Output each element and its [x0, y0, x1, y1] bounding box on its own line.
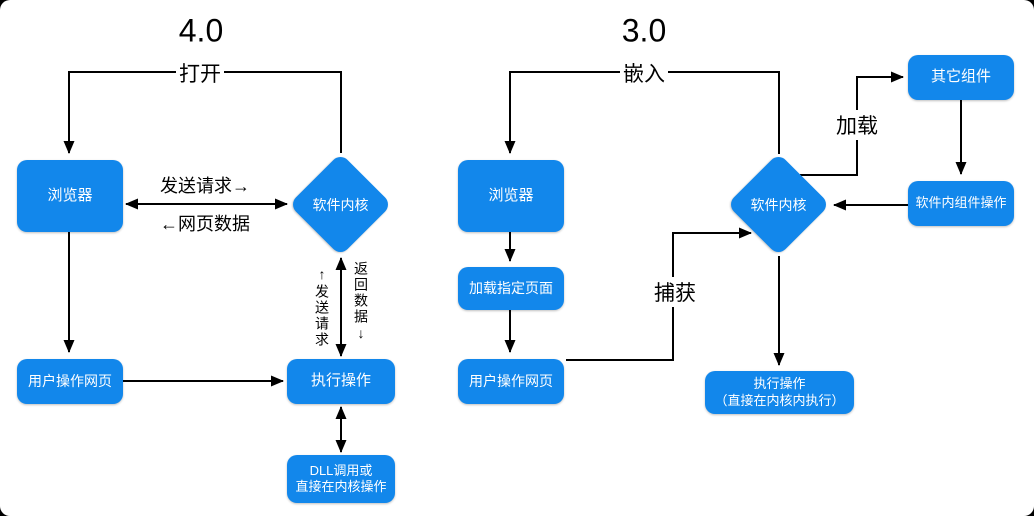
node-execute-30-line2: （直接在内核内执行） — [714, 392, 845, 408]
label-load: 加载 — [833, 110, 881, 140]
node-execute-30-line1: 执行操作 — [753, 376, 806, 392]
node-execute-40: 执行操作 — [287, 359, 395, 404]
label-capture: 捕获 — [651, 277, 699, 307]
label-send-request-vertical: ↑发送请求 — [314, 266, 330, 348]
node-kernel-40-label: 软件内核 — [312, 196, 369, 213]
node-dll-40-line2: 直接在内核操作 — [295, 479, 387, 494]
node-dll-40: DLL调用或 直接在内核操作 — [287, 455, 395, 503]
node-user-page-40: 用户操作网页 — [17, 359, 123, 404]
label-send-request: 发送请求→ — [160, 176, 250, 196]
title-version-30: 3.0 — [621, 12, 667, 49]
node-dll-40-line1: DLL调用或 — [309, 462, 373, 478]
node-browser-40: 浏览器 — [17, 160, 123, 232]
node-browser-30: 浏览器 — [458, 160, 564, 232]
label-embed: 嵌入 — [620, 58, 668, 88]
node-other-components-30: 其它组件 — [908, 55, 1014, 100]
node-kernel-30-label: 软件内核 — [750, 196, 807, 213]
label-open: 打开 — [176, 58, 224, 88]
label-page-data: ←网页数据 — [160, 214, 250, 234]
label-return-data-vertical: 返回数据↓ — [353, 261, 369, 343]
node-execute-30: 执行操作 （直接在内核内执行） — [705, 371, 854, 414]
node-load-page-30: 加载指定页面 — [458, 267, 564, 310]
node-user-page-30: 用户操作网页 — [458, 359, 564, 404]
title-version-40: 4.0 — [178, 12, 224, 49]
node-component-ops-30: 软件内组件操作 — [908, 181, 1014, 226]
